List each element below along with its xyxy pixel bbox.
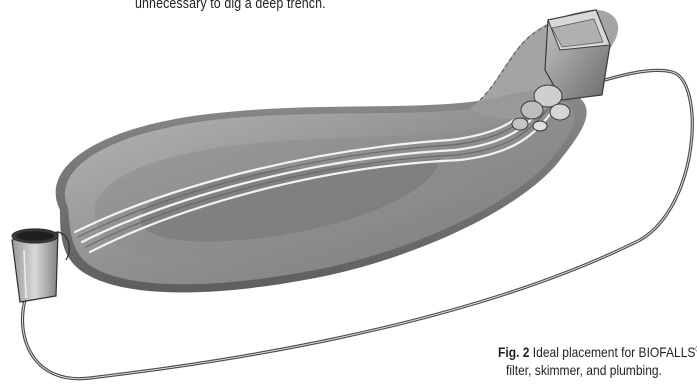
figure-caption: Fig. 2 Ideal placement for BIOFALLS® fil… [498,343,670,379]
caption-line-1: Fig. 2 Ideal placement for BIOFALLS® [498,343,670,361]
caption-line-2: filter, skimmer, and plumbing. [498,361,670,379]
caption-line-1-text: Ideal placement for BIOFALLS [533,344,696,360]
figure-label: Fig. 2 [498,344,529,360]
skimmer-bucket [12,229,69,302]
